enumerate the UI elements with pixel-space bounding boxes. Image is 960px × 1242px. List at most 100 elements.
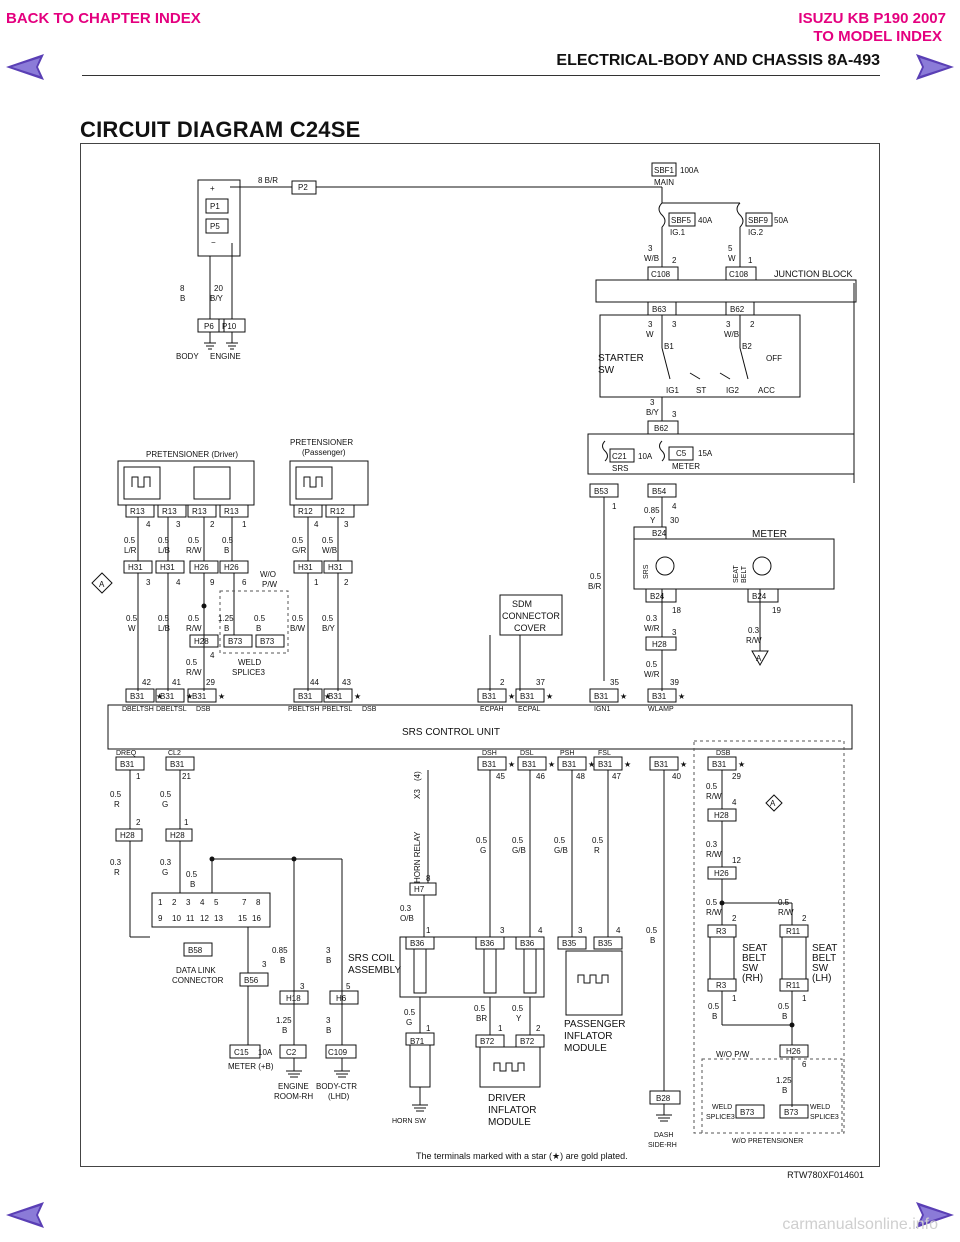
label-srs-coil-2: ASSEMBLY [348,965,401,976]
label-w05z: 0.5 [706,898,718,907]
label-pretensioner-passenger-2: (Passenger) [302,448,346,457]
label-n45: 45 [496,772,505,781]
label-b73d: B73 [784,1108,799,1117]
star-9: ★ [678,692,685,701]
label-b53: B53 [594,487,609,496]
label-w05v: 0.5 [474,1004,486,1013]
label-meter-fuse: METER [672,462,700,471]
label-wWR-b: W/R [644,670,660,679]
label-h31b: H31 [160,563,175,572]
label-h7: H7 [414,885,425,894]
label-w05g: 0.5 [126,614,138,623]
label-b71: B71 [410,1037,425,1046]
label-n12: 12 [732,856,741,865]
label-w05h: 0.5 [158,614,170,623]
label-wBR: B/R [588,582,602,591]
label-w05aa: 0.5 [778,898,790,907]
label-pretensioner-passenger-1: PRETENSIONER [290,438,353,447]
label-h31c: H31 [298,563,313,572]
battery-box [197,179,241,257]
label-b31-3: B31 [192,692,207,701]
label-wRW-f: R/W [706,850,722,859]
label-srs-control-unit: SRS CONTROL UNIT [402,727,500,738]
passenger-inflator-module [565,950,623,1016]
label-wB-k: B [712,1012,717,1021]
next-page-bottom-arrow-icon[interactable] [904,1200,956,1230]
label-wY-a: Y [650,516,656,525]
label-b31-2: B31 [160,692,175,701]
label-off: OFF [766,354,782,363]
label-n3b: 3 [672,410,677,419]
label-n3e: 3 [344,520,349,529]
p5-box [205,218,229,234]
previous-page-arrow-icon[interactable] [4,52,56,82]
star-5: ★ [354,692,361,701]
label-b2: B2 [742,342,752,351]
next-page-arrow-icon[interactable] [904,52,956,82]
label-n1h: 1 [426,1024,431,1033]
label-h26a: H26 [194,563,209,572]
label-wB-c: B [224,624,229,633]
label-n4f: 4 [538,926,543,935]
label-driver-1: DRIVER [488,1093,526,1104]
label-n8: 8 [426,874,431,883]
label-b54: B54 [652,487,667,496]
label-w3f: 3 [326,1016,331,1025]
label-n1i: 1 [498,1024,503,1033]
section-title: ELECTRICAL-BODY AND CHASSIS 8A-493 [556,52,880,69]
label-wG-d: G [406,1018,412,1027]
label-h28c: H28 [120,831,135,840]
label-driver-2: INFLATOR [488,1105,537,1116]
label-b73c: B73 [740,1108,755,1117]
label-main: MAIN [654,178,674,187]
dlc-pin-top-3: 3 [186,898,191,907]
label-n4g: 4 [616,926,621,935]
label-w05b: 0.5 [158,536,170,545]
label-c5: C5 [676,449,687,458]
page-title: CIRCUIT DIAGRAM C24SE [80,117,361,142]
label-10a-b: 10A [258,1048,273,1057]
star-7: ★ [546,692,553,701]
label-wB: B [180,294,185,303]
label-n1k: 1 [802,994,807,1003]
label-h28b: H28 [194,637,209,646]
label-seatbelt-rh-4: (RH) [742,973,763,984]
label-w05f: 0.5 [322,536,334,545]
label-plus: + [210,184,215,193]
label-wRW-g: R/W [706,908,722,917]
previous-page-bottom-arrow-icon[interactable] [4,1200,56,1230]
label-meter-b: METER (+B) [228,1062,274,1071]
back-to-chapter-index-link[interactable]: BACK TO CHAPTER INDEX [6,10,201,27]
label-sdm-3: COVER [514,623,547,633]
label-engine-room-1: ENGINE [278,1082,309,1091]
label-sw: SW [598,365,615,376]
label-engine-room-2: ROOM-RH [274,1092,313,1101]
label-ign1: IGN1 [594,706,610,713]
label-wlamp: WLAMP [648,706,674,713]
label-wB-m: B [782,1086,787,1095]
dlc-pin-bot-9: 9 [158,914,163,923]
label-c15: C15 [234,1048,249,1057]
dlc-pin-bot-11: 11 [186,914,195,923]
model-name-link[interactable]: ISUZU KB P190 2007 [798,10,946,27]
label-b31-5: B31 [328,692,343,701]
label-belt-lamp: BELT [741,565,748,583]
dlc-pin-top-2: 2 [172,898,177,907]
label-n2e: 2 [500,678,505,687]
label-b62a: B62 [730,305,745,314]
label-c108b: C108 [729,270,749,279]
label-n3f: 3 [146,578,151,587]
label-b31-17: B31 [712,760,727,769]
label-b36a: B36 [410,939,425,948]
label-r13d: R13 [224,507,239,516]
label-x3-pin: (4) [413,771,422,781]
label-starter: STARTER [598,353,644,364]
label-conn-a-lower: A [770,799,776,808]
label-wOB: O/B [400,914,414,923]
label-n19: 19 [772,606,781,615]
label-sdm-1: SDM [512,599,532,609]
to-model-index-link[interactable]: TO MODEL INDEX [813,28,942,45]
star-2: ★ [186,692,193,701]
label-p2: P2 [298,183,308,192]
label-c2: C2 [286,1048,297,1057]
